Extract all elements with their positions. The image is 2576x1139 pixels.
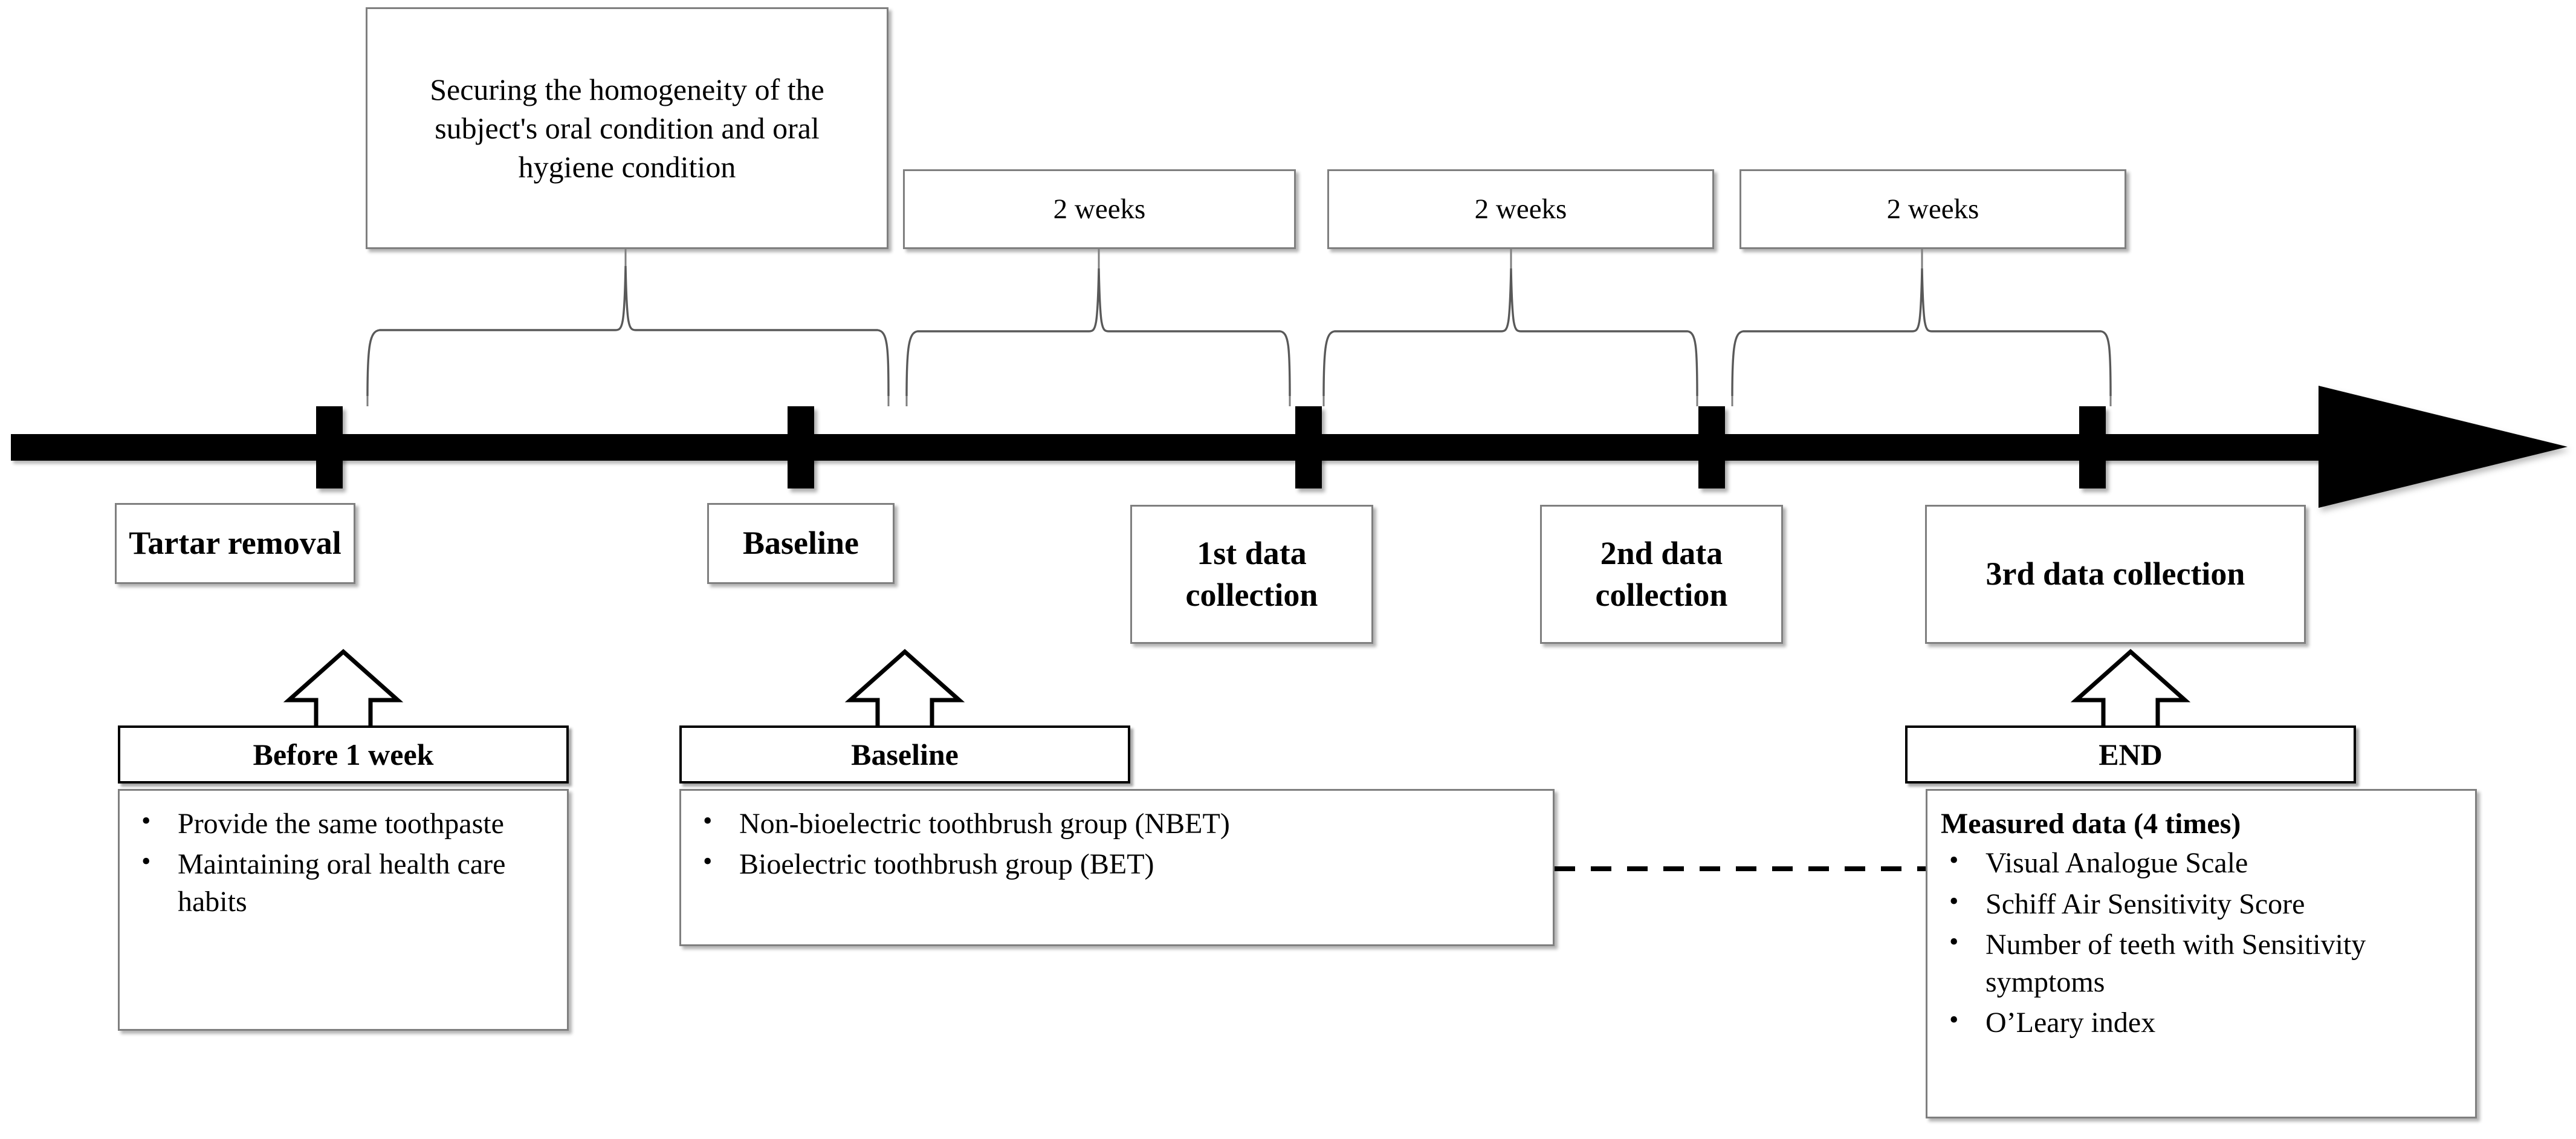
brace-1 — [366, 265, 890, 397]
interval-label-3: 2 weeks — [1886, 193, 1979, 225]
measured-data-title: Measured data (4 times) — [1941, 808, 2241, 840]
up-arrow-icon — [844, 649, 965, 735]
up-arrow-icon — [283, 649, 404, 735]
list-item: Maintaining oral health care habits — [133, 845, 551, 920]
study-groups-list: Non-bioelectric toothbrush group (NBET) … — [694, 804, 1537, 883]
timeline-marker-3 — [1295, 406, 1322, 488]
banner-label-end: END — [1905, 725, 2356, 784]
timeline-marker-5 — [2079, 406, 2106, 488]
banner-text-end: END — [2099, 738, 2163, 771]
homogeneity-description-text: Securing the homogeneity of the subject'… — [430, 73, 824, 184]
event-label-tartar-removal: Tartar removal — [129, 525, 341, 562]
event-box-tartar-removal: Tartar removal — [115, 503, 355, 584]
list-item: Bioelectric toothbrush group (BET) — [694, 845, 1537, 883]
interval-box-2: 2 weeks — [1327, 169, 1714, 249]
interval-box-3: 2 weeks — [1739, 169, 2126, 249]
timeline-marker-4 — [1698, 406, 1725, 488]
event-box-first-collection: 1st data collection — [1130, 505, 1373, 644]
interval-box-1: 2 weeks — [903, 169, 1296, 249]
list-item: Schiff Air Sensitivity Score — [1941, 884, 2459, 923]
list-item: Number of teeth with Sensitivity symptom… — [1941, 925, 2459, 1001]
banner-before-1-week — [118, 647, 569, 735]
banner-baseline — [679, 647, 1130, 735]
event-box-third-collection: 3rd data collection — [1925, 505, 2306, 644]
up-arrow-icon — [2070, 649, 2191, 735]
brace-4 — [1731, 268, 2112, 397]
list-item: Provide the same toothpaste — [133, 804, 551, 842]
interval-label-1: 2 weeks — [1053, 193, 1146, 225]
brace-group — [366, 265, 2112, 397]
list-item: Non-bioelectric toothbrush group (NBET) — [694, 804, 1537, 842]
measured-data-list: Visual Analogue Scale Schiff Air Sensiti… — [1941, 843, 2459, 1041]
pre-study-note-box: Provide the same toothpaste Maintaining … — [118, 789, 569, 1031]
event-label-first-collection: 1st data collection — [1185, 534, 1318, 613]
timeline-axis — [11, 434, 2326, 461]
list-item: Visual Analogue Scale — [1941, 843, 2459, 881]
event-label-second-collection: 2nd data collection — [1595, 534, 1728, 613]
event-label-baseline: Baseline — [742, 525, 859, 562]
timeline-arrowhead-icon — [2319, 386, 2568, 508]
event-label-third-collection: 3rd data collection — [1985, 556, 2245, 592]
homogeneity-description-box: Securing the homogeneity of the subject'… — [366, 7, 888, 249]
list-item: O’Leary index — [1941, 1003, 2459, 1041]
interval-label-2: 2 weeks — [1474, 193, 1567, 225]
event-box-second-collection: 2nd data collection — [1540, 505, 1783, 644]
measured-data-note-box: Measured data (4 times) Visual Analogue … — [1926, 789, 2477, 1118]
event-box-baseline: Baseline — [707, 503, 895, 584]
brace-2 — [905, 268, 1291, 397]
study-groups-note-box: Non-bioelectric toothbrush group (NBET) … — [679, 789, 1555, 946]
brace-3 — [1322, 268, 1698, 397]
banner-text-before-1-week: Before 1 week — [253, 738, 434, 771]
banner-text-baseline: Baseline — [851, 738, 959, 771]
banner-label-baseline: Baseline — [679, 725, 1130, 784]
banner-label-before-1-week: Before 1 week — [118, 725, 569, 784]
pre-study-list: Provide the same toothpaste Maintaining … — [133, 804, 551, 920]
timeline-marker-1 — [316, 406, 343, 488]
timeline-marker-2 — [788, 406, 814, 488]
banner-end — [1905, 647, 2356, 735]
